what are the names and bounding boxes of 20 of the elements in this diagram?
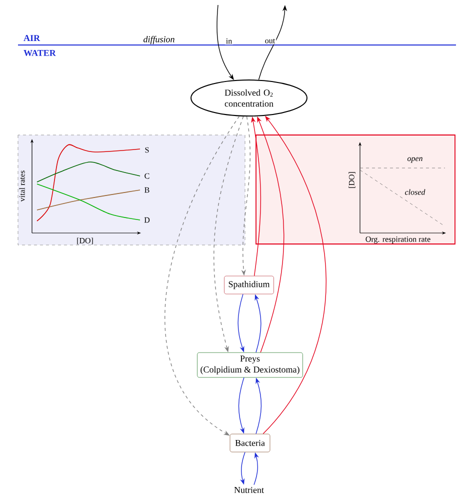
series-label: B	[144, 187, 150, 193]
series-label: C	[144, 173, 150, 179]
node-text: Nutrient	[234, 486, 264, 494]
process-label: diffusion	[144, 36, 174, 44]
axis-label: vital rates	[19, 170, 25, 202]
species-box: Preys (Colpidium & Dexiostoma)	[197, 352, 303, 378]
line-label: closed	[404, 188, 426, 196]
axis-label: [DO]	[348, 172, 356, 188]
series-label: D	[144, 217, 150, 223]
series-label: S	[145, 147, 149, 153]
edge-label: out	[264, 38, 276, 44]
axis-label: [DO]	[77, 238, 93, 244]
line-label: open	[407, 157, 422, 163]
species-box: Spathidium	[224, 276, 274, 294]
region-label: WATER	[24, 50, 56, 56]
edge-label: in	[224, 37, 234, 45]
ellipse-node: Dissolved O$_{2}$ concentration	[190, 80, 308, 116]
species-box: Bacteria	[230, 434, 270, 452]
axis-label: Org. respiration rate	[366, 236, 430, 244]
region-label: AIR	[24, 35, 40, 41]
